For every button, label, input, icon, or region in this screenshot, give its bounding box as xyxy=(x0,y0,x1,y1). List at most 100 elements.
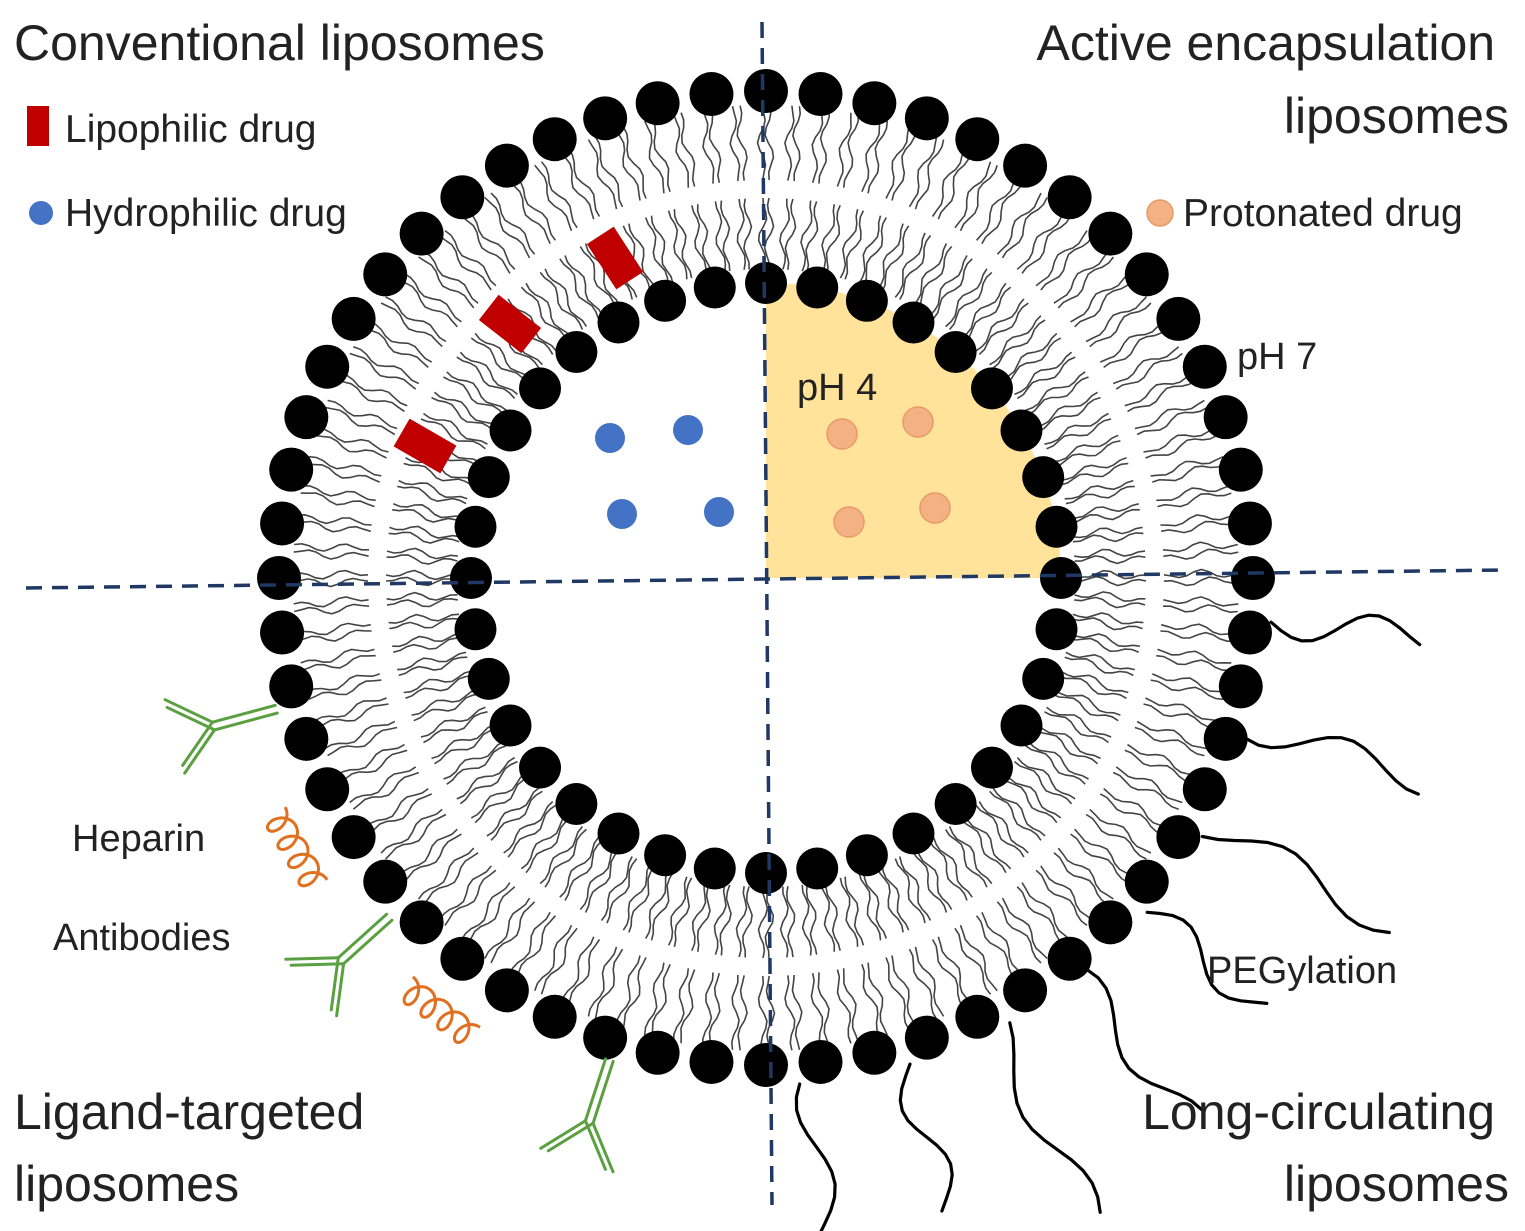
outer-headgroup xyxy=(1124,252,1169,297)
lipid-tail xyxy=(413,693,480,722)
lipid-tail xyxy=(423,250,479,304)
lipid-tail xyxy=(667,210,688,280)
lipid-tail xyxy=(1085,813,1147,860)
long-circulating-title: Long-circulating liposomes xyxy=(1142,1084,1509,1212)
lipid-tail xyxy=(296,622,371,636)
lipid-tail xyxy=(1016,356,1076,400)
lipid-tail xyxy=(667,876,688,946)
outer-headgroup xyxy=(744,1043,788,1087)
lipid-tail xyxy=(1112,771,1179,810)
lipid-tail xyxy=(594,136,624,208)
vertical-divider xyxy=(760,21,774,1206)
outer-headgroup xyxy=(1203,716,1248,761)
lipid-tail xyxy=(784,198,797,270)
lipid-tail xyxy=(1035,230,1088,287)
lipid-tail xyxy=(945,268,988,328)
lipid-tail xyxy=(672,968,690,1042)
outer-headgroup xyxy=(363,859,408,904)
lipid-tail xyxy=(811,108,824,184)
inner-headgroup xyxy=(644,834,687,877)
outer-headgroup xyxy=(1218,447,1263,492)
outer-headgroup xyxy=(852,1030,897,1075)
lipid-tail xyxy=(742,886,753,958)
lipid-tail xyxy=(651,118,671,192)
lipid-tail xyxy=(1069,503,1139,519)
inner-headgroup xyxy=(519,746,562,789)
lipid-tail xyxy=(1058,675,1127,700)
lipid-tail xyxy=(763,197,775,270)
lipid-tail xyxy=(539,825,584,885)
lipid-tail xyxy=(836,969,852,1044)
lipid-tail xyxy=(1065,651,1135,671)
lipid-tail xyxy=(398,828,458,878)
outer-headgroup xyxy=(305,344,350,389)
lipid-tail xyxy=(389,617,460,630)
lipid-tail xyxy=(386,547,458,560)
lipid-tail xyxy=(1163,596,1239,607)
lipid-tail xyxy=(1160,623,1236,636)
lipid-tail xyxy=(393,637,463,653)
lipid-tail xyxy=(423,852,479,905)
lipid-tail xyxy=(380,808,443,854)
lipid-tail xyxy=(1001,776,1058,824)
lipid-tail xyxy=(1016,886,1066,946)
peg-chain xyxy=(898,1062,954,1213)
lipid-tail xyxy=(981,911,1024,976)
lipid-tail xyxy=(508,180,551,245)
lipid-tail xyxy=(680,112,696,187)
lipid-tail xyxy=(1044,412,1109,445)
lipid-tail xyxy=(894,858,926,924)
ligand-targeted-title-line2: liposomes xyxy=(14,1156,239,1212)
inner-headgroup xyxy=(796,847,839,890)
lipid-tail xyxy=(736,198,747,270)
lipid-tail xyxy=(757,975,768,1052)
inner-headgroup xyxy=(693,847,736,890)
inner-headgroup xyxy=(970,746,1013,789)
outer-headgroup xyxy=(269,447,314,492)
lipid-tail xyxy=(515,915,557,980)
horizontal-divider xyxy=(25,568,1506,590)
lipid-tail xyxy=(466,210,516,270)
lipid-tail xyxy=(937,936,972,1005)
pegylation-label: PEGylation xyxy=(1207,950,1397,992)
lipid-tail xyxy=(981,180,1024,245)
lipid-tail xyxy=(316,703,389,729)
lipid-tail xyxy=(1074,569,1147,580)
lipid-tail xyxy=(1059,456,1127,481)
lipid-tail xyxy=(515,176,557,241)
lipid-tail xyxy=(368,320,433,363)
inner-headgroup xyxy=(845,834,888,877)
lipid-tail xyxy=(863,871,888,939)
lipid-tail xyxy=(730,975,740,1050)
inner-headgroup xyxy=(1022,657,1065,700)
protonated-drugs-in-core xyxy=(826,406,951,538)
lipid-tail xyxy=(433,391,497,428)
outer-headgroup xyxy=(305,767,350,812)
lipid-tail xyxy=(567,939,601,1008)
lipid-tail xyxy=(1115,352,1183,390)
lipid-tail xyxy=(736,105,748,181)
lipid-tail xyxy=(708,108,722,183)
outer-headgroup xyxy=(583,1015,628,1060)
lipid-tail xyxy=(1072,526,1143,539)
lipid-tail xyxy=(729,106,741,182)
conventional-liposomes-title: Conventional liposomes xyxy=(14,15,545,71)
outer-headgroup xyxy=(260,501,305,546)
lipid-tail xyxy=(876,865,904,933)
outer-headgroup xyxy=(798,72,843,117)
outer-headgroup xyxy=(744,69,788,113)
lipid-tail xyxy=(1152,463,1226,483)
lipid-tail xyxy=(867,962,889,1036)
lipid-tail xyxy=(916,847,953,910)
outer-headgroup xyxy=(689,1039,734,1084)
peg-chain xyxy=(1008,1021,1102,1214)
lipid-tail xyxy=(1053,688,1121,716)
lipid-tail xyxy=(784,975,796,1051)
lipid-tail xyxy=(594,948,624,1020)
lipid-tail xyxy=(560,936,595,1005)
outer-headgroup xyxy=(1003,143,1048,188)
lipid-tail xyxy=(975,915,1017,980)
lipid-tail xyxy=(544,268,588,328)
lipid-tail xyxy=(314,434,387,459)
lipid-tail xyxy=(1074,278,1134,328)
